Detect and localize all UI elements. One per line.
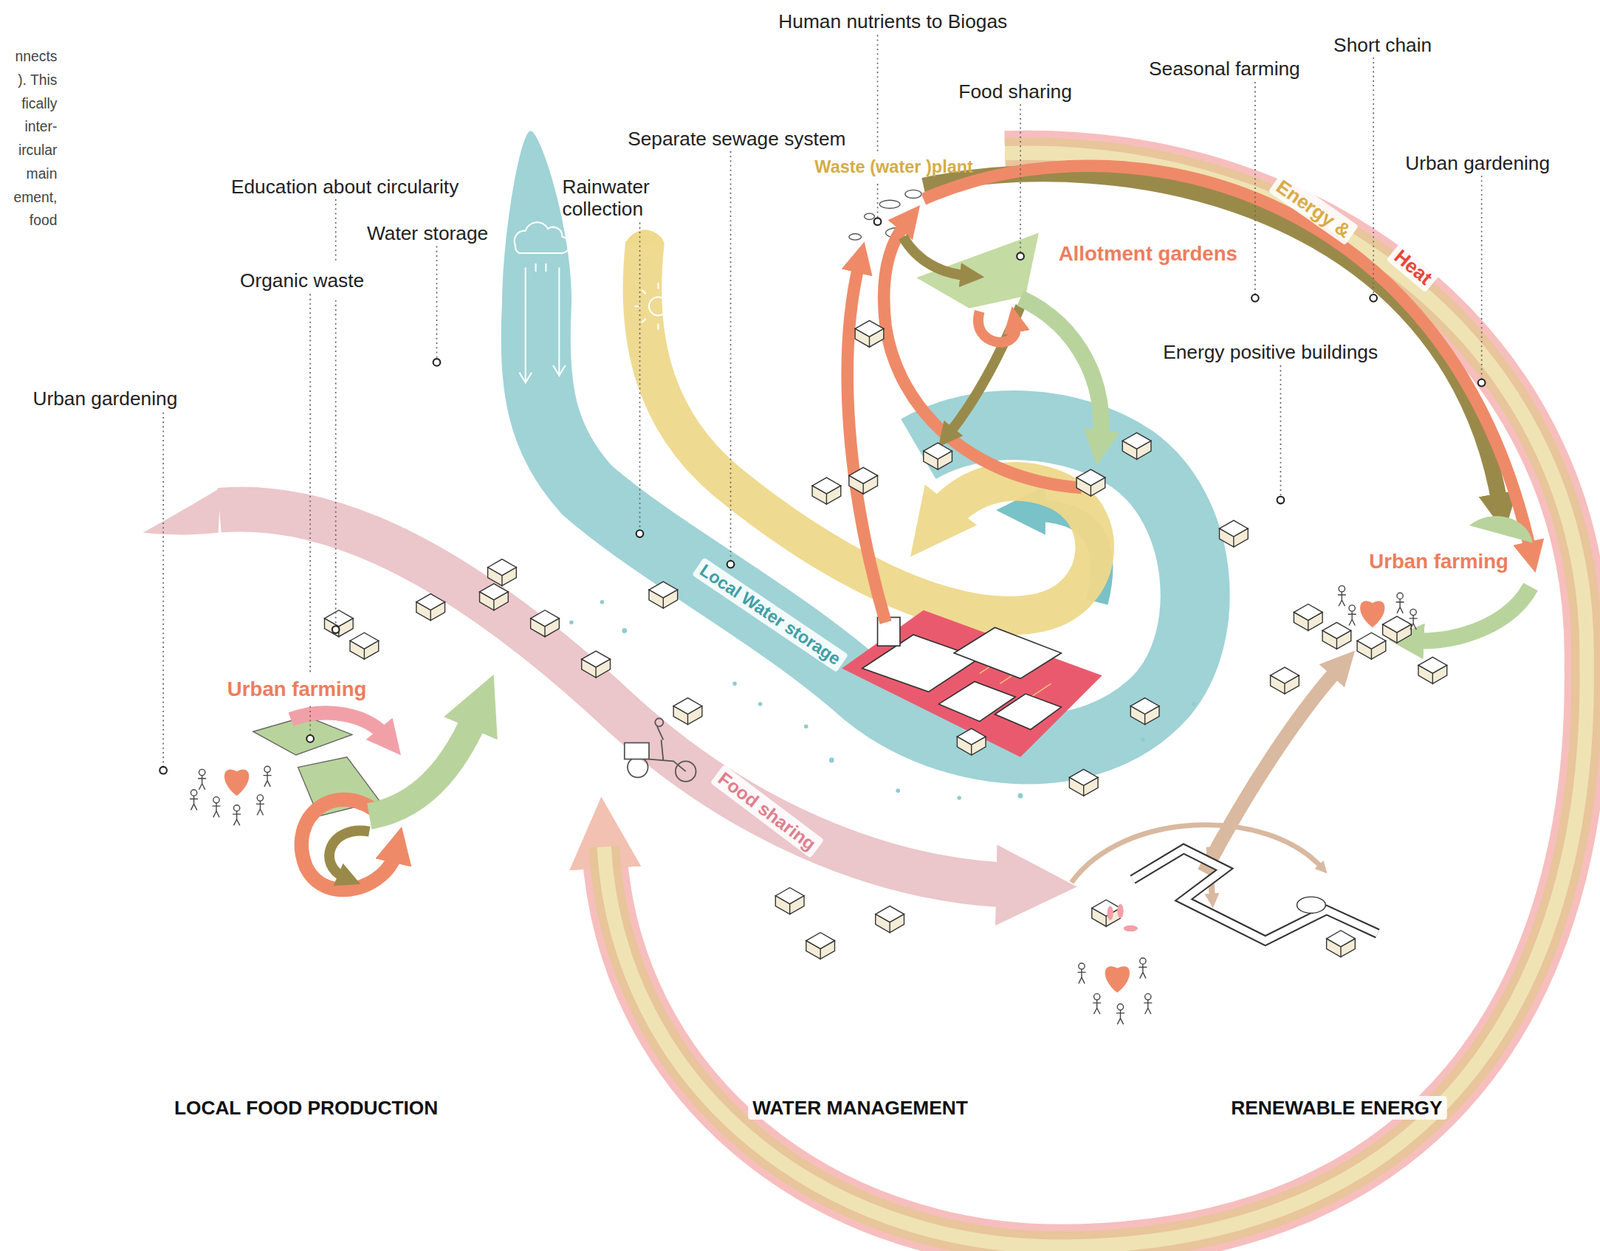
callout-label: Organic waste [239,269,365,292]
flow-label: Waste (water )plant [814,157,974,178]
bottom-right-cluster [1071,668,1378,1025]
callout-label: Urban gardening [1405,152,1550,175]
label-anchor: Urban gardening [32,387,178,410]
cargo-bike [624,718,697,782]
callout-label: Rainwater collection [561,175,677,221]
label-anchor: Urban farming [1364,550,1513,576]
callout-label: Energy positive buildings [1162,341,1378,364]
energy-ring [603,152,1587,1248]
label-anchor: LOCAL FOOD PRODUCTION [169,1096,443,1121]
label-anchor: nnects ). This fically inter- ircular ma… [4,45,58,233]
section-heading: LOCAL FOOD PRODUCTION [169,1096,443,1121]
label-anchor: Rainwater collection [561,175,677,221]
label-anchor: Allotment gardens [1058,242,1238,266]
callout-label: Urban gardening [32,387,178,410]
callout-label: Seasonal farming [1148,56,1301,80]
label-anchor: Food sharing [710,764,824,858]
section-heading: WATER MANAGEMENT [747,1096,973,1121]
right-cluster [1293,516,1533,660]
label-anchor: Seasonal farming [1148,56,1301,80]
leader-dots [159,217,1485,774]
label-anchor: Food sharing [958,80,1073,103]
allotment-flows [847,166,1531,624]
flow-label: Urban farming [1364,550,1513,576]
buildings [324,320,1447,960]
flow-label: Local Water storage [692,557,850,673]
leader-lines [163,34,1482,767]
callout-label: Food sharing [958,80,1073,103]
central-plot [841,610,1102,758]
label-anchor: Organic waste [239,269,365,292]
label-anchor: Human nutrients to Biogas [778,10,1008,33]
label-anchor: Heat [1385,242,1441,294]
water-band [502,130,1197,801]
section-heading: RENEWABLE ENERGY [1226,1096,1447,1121]
label-anchor: Water storage [366,222,489,245]
label-anchor: Urban gardening [1405,152,1550,175]
label-anchor: Education about circularity [231,175,459,198]
label-anchor: Energy positive buildings [1162,341,1378,364]
fragment-text: nnects ). This fically inter- ircular ma… [4,45,58,233]
callout-label: Short chain [1333,33,1432,57]
flow-label: Heat [1385,242,1441,294]
label-anchor: Energy & [1267,172,1359,247]
flow-label: Energy & [1267,172,1359,247]
callout-label: Human nutrients to Biogas [778,10,1008,33]
label-anchor: Waste (water )plant [814,157,974,178]
flow-label: Food sharing [710,764,824,858]
label-anchor: RENEWABLE ENERGY [1226,1096,1447,1121]
flow-label: Allotment gardens [1058,242,1238,266]
callout-label: Water storage [366,222,489,245]
callout-label: Separate sewage system [627,127,846,150]
label-anchor: Urban farming [222,677,372,703]
flow-label: Urban farming [222,677,372,703]
callout-label: Education about circularity [231,175,459,198]
left-cluster [189,712,478,891]
label-anchor: Short chain [1333,33,1432,57]
label-anchor: Local Water storage [692,557,850,673]
label-anchor: Separate sewage system [627,127,846,150]
label-anchor: WATER MANAGEMENT [747,1096,973,1121]
